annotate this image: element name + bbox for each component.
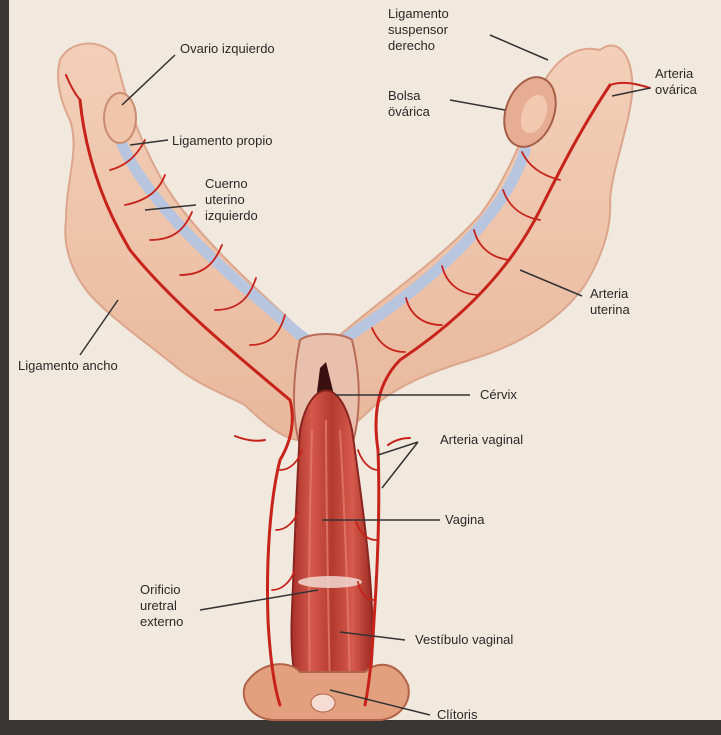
label-cuerno-uterino-izquierdo: Cuerno uterino izquierdo (205, 176, 258, 224)
bottom-frame-edge (0, 720, 721, 735)
label-ovario-izquierdo: Ovario izquierdo (180, 41, 275, 57)
urethral-orifice-band (298, 576, 362, 588)
label-bolsa-ovarica: Bolsa övárica (388, 88, 430, 120)
label-arteria-uterina: Arteria uterina (590, 286, 630, 318)
label-ligamento-suspensor-derecho: Ligamento suspensor derecho (388, 6, 449, 54)
left-frame-edge (0, 0, 9, 735)
label-ligamento-propio: Ligamento propio (172, 133, 272, 149)
label-arteria-vaginal: Arteria vaginal (440, 432, 523, 448)
label-orificio-uretral-externo: Orificio uretral externo (140, 582, 183, 630)
label-clitoris: Clítoris (437, 707, 477, 723)
label-vestibulo-vaginal: Vestíbulo vaginal (415, 632, 513, 648)
left-ovary (104, 93, 136, 143)
label-cervix: Cérvix (480, 387, 517, 403)
label-arteria-ovarica: Arteria ovárica (655, 66, 697, 98)
clitoris-glans (311, 694, 335, 712)
label-ligamento-ancho: Ligamento ancho (18, 358, 118, 374)
label-vagina: Vagina (445, 512, 485, 528)
